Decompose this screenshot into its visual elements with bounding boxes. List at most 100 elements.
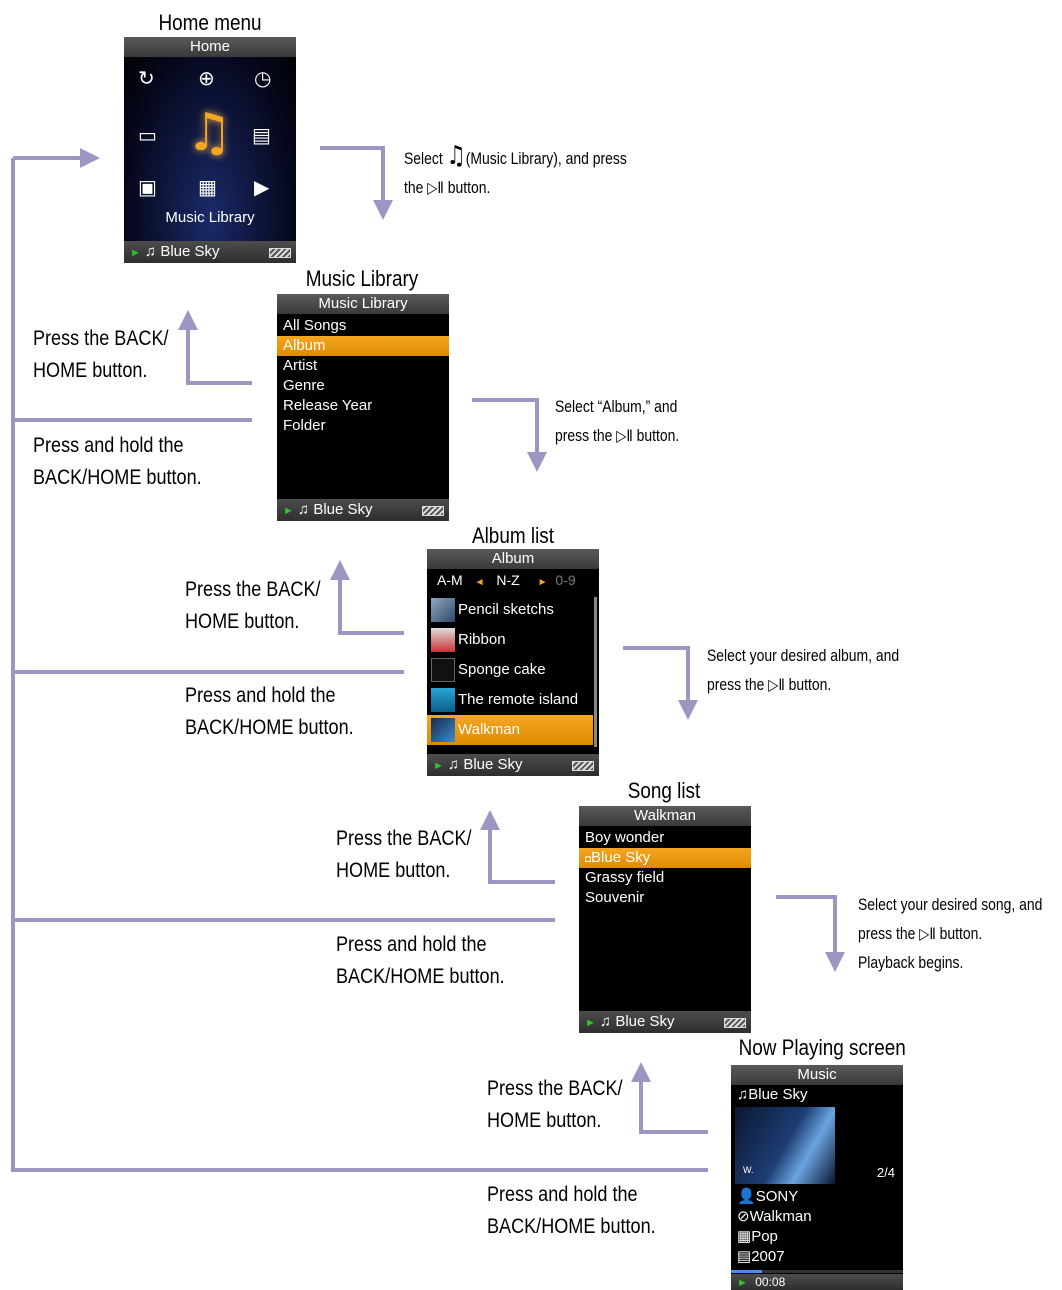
walkman-logo: W. [743, 1165, 754, 1175]
list-item[interactable]: Folder [283, 417, 326, 434]
album-row[interactable]: Ribbon [427, 625, 593, 655]
person-icon: 👤 [737, 1188, 756, 1205]
arrow-home-to-library [320, 146, 393, 220]
album-name: Sponge cake [458, 661, 546, 678]
album-art [431, 718, 455, 743]
album-row: ⊘Walkman [737, 1208, 812, 1225]
note-icon: ♫ [599, 1013, 612, 1030]
title-song-list: Song list [627, 778, 701, 803]
list-item-selected[interactable]: Album [277, 336, 449, 356]
list-item-selected[interactable]: ◘Blue Sky [579, 848, 751, 868]
battery-icon [572, 761, 594, 771]
home-header: Home [124, 37, 296, 57]
play-icon: ► [283, 505, 294, 517]
footer-song: Blue Sky [615, 1013, 675, 1030]
play-icon: ► [433, 760, 444, 772]
title-album-list: Album list [471, 523, 554, 548]
alpha-tabs: A-M ◄ N-Z ► 0-9 [427, 569, 599, 591]
arrow-right-icon: ► [537, 577, 548, 588]
title-home-menu: Home menu [158, 10, 262, 35]
album-header: Album [427, 549, 599, 569]
search-icon[interactable]: ⊕ [198, 66, 215, 90]
home-screen: Home ↻ ⊕ ◷ ▭ ♫ ▤ ▣ ▦ ▶ Music Library ►♫ … [124, 37, 296, 263]
arrow-back-song [480, 810, 555, 884]
video-icon[interactable]: ▤ [252, 123, 271, 147]
album-art [431, 628, 455, 653]
album-art [431, 658, 455, 683]
photo-icon[interactable]: ▭ [138, 123, 157, 147]
list-item[interactable]: Release Year [283, 397, 373, 414]
music-library-icon[interactable]: ♫ [186, 103, 233, 163]
album-row[interactable]: Sponge cake [427, 655, 593, 685]
arrow-left-icon: ◄ [474, 577, 485, 588]
now-footer: ► 00:08 [731, 1274, 903, 1290]
library-screen: Music Library All Songs Album Artist Gen… [277, 294, 449, 521]
instruction-song: Select your desired song, and press the … [858, 895, 1043, 972]
play-icon: ► [737, 1277, 748, 1289]
arrow-back-library [178, 310, 252, 385]
replay-icon[interactable]: ↻ [138, 66, 155, 90]
album-row-selected[interactable]: Walkman [427, 715, 593, 745]
battery-icon [724, 1018, 746, 1028]
elapsed-time: 00:08 [755, 1275, 786, 1289]
arrow-back-now [631, 1062, 708, 1134]
album-row[interactable]: Pencil sketchs [427, 595, 593, 625]
tab-a-m[interactable]: A-M [437, 572, 463, 588]
play-pause-button-icon: ▷Ⅱ [919, 924, 936, 943]
caption-press-back: Press the BACK/HOME button. [487, 1077, 623, 1132]
list-item[interactable]: Grassy field [585, 869, 665, 886]
now-playing-icon[interactable]: ▶ [254, 175, 270, 199]
caption-press-back: Press the BACK/HOME button. [336, 827, 472, 882]
album-name: The remote island [458, 691, 579, 708]
song-header: Walkman [579, 806, 751, 826]
clock-icon[interactable]: ◷ [254, 66, 272, 90]
song-screen: Walkman Boy wonder ◘Blue Sky Grassy fiel… [579, 806, 751, 1033]
list-item[interactable]: Boy wonder [585, 829, 665, 846]
tab-n-z[interactable]: N-Z [496, 572, 520, 588]
arrow-song-to-now [776, 895, 845, 972]
album-screen: Album A-M ◄ N-Z ► 0-9 Pencil sketchs Rib… [427, 549, 599, 776]
play-pause-button-icon: ▷Ⅱ [616, 426, 633, 445]
play-icon: ► [130, 247, 141, 259]
return-home-line [11, 158, 708, 1172]
caption-press-back: Press the BACK/HOME button. [185, 578, 321, 633]
album-name: Walkman [458, 721, 520, 738]
note-icon: ♫ [297, 501, 310, 518]
now-song-title: ♫Blue Sky [737, 1086, 808, 1103]
list-item[interactable]: Artist [283, 357, 318, 374]
title-music-library: Music Library [305, 266, 419, 291]
caption-press-back: Press the BACK/HOME button. [33, 327, 169, 382]
play-icon: ► [585, 1017, 596, 1029]
album-name: Ribbon [458, 631, 506, 648]
track-count: 2/4 [876, 1165, 895, 1180]
footer-song: Blue Sky [463, 756, 523, 773]
footer-song: Blue Sky [313, 501, 373, 518]
battery-icon [422, 506, 444, 516]
scrollbar[interactable] [594, 597, 597, 747]
now-playing-icon: ◘ [585, 854, 592, 865]
library-footer: ►♫ Blue Sky [277, 499, 449, 521]
arrow-library-to-album [472, 398, 547, 472]
list-item[interactable]: All Songs [283, 317, 347, 334]
list-item[interactable]: Souvenir [585, 889, 645, 906]
year-row: ▤2007 [737, 1248, 785, 1265]
play-pause-button-icon: ▷Ⅱ [768, 675, 785, 694]
song-title: Blue Sky [591, 849, 651, 866]
calendar-icon: ▤ [737, 1248, 752, 1265]
album-footer: ►♫ Blue Sky [427, 754, 599, 776]
progress-bar[interactable] [731, 1270, 903, 1273]
settings-toolbox-icon[interactable]: ▣ [138, 175, 157, 199]
tab-0-9[interactable]: 0-9 [555, 572, 576, 588]
note-icon: ♫ [144, 243, 157, 260]
album-art [431, 688, 455, 713]
note-icon: ♫ [447, 756, 460, 773]
instruction-album: Select your desired album, and press the… [707, 646, 900, 694]
album-row[interactable]: The remote island [427, 685, 593, 715]
podcast-icon[interactable]: ▦ [198, 175, 217, 199]
list-item[interactable]: Genre [283, 377, 325, 394]
genre-row: ▦Pop [737, 1228, 778, 1245]
instruction-library: Select “Album,” and press the ▷Ⅱ button. [555, 397, 680, 445]
